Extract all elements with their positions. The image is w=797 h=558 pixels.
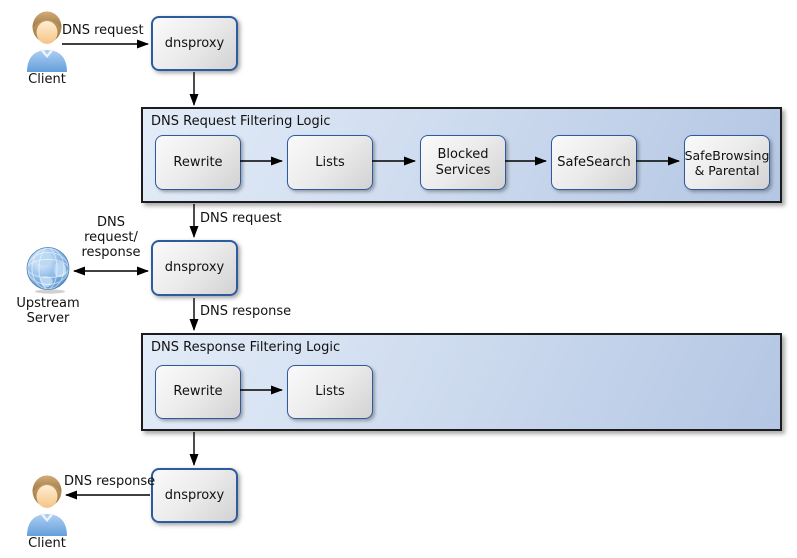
edge-label-dns-request: DNS request (200, 211, 282, 226)
person-icon (27, 11, 67, 72)
step-lists-response: Lists (287, 365, 373, 419)
request-filtering-title: DNS Request Filtering Logic (151, 114, 331, 129)
step-blocked-services: Blocked Services (420, 135, 506, 190)
step-rewrite: Rewrite (155, 135, 241, 190)
step-label: SafeSearch (557, 154, 631, 170)
response-filtering-container: DNS Response Filtering Logic Rewrite Lis… (141, 333, 782, 431)
node-dnsproxy-top: dnsproxy (151, 16, 238, 71)
client-bottom-actor (25, 474, 69, 536)
node-dnsproxy-bottom: dnsproxy (151, 468, 238, 523)
edge-label-response-to-client: DNS response (64, 474, 156, 489)
edge-label-client-request: DNS request (62, 23, 144, 38)
node-dnsproxy-mid: dnsproxy (151, 240, 238, 296)
node-label: dnsproxy (164, 487, 225, 503)
node-label: dnsproxy (164, 35, 225, 51)
upstream-server-label: Upstream Server (16, 296, 80, 326)
client-top-actor (25, 10, 69, 72)
upstream-server-actor (25, 247, 71, 294)
edge-label-dns-response: DNS response (200, 304, 292, 319)
client-bottom-label: Client (28, 536, 66, 551)
node-label: dnsproxy (164, 260, 225, 276)
step-lists: Lists (287, 135, 373, 190)
step-label: Rewrite (173, 154, 223, 170)
step-label: Blocked Services (435, 146, 491, 178)
edge-label-upstream: DNS request/ response (81, 215, 141, 260)
person-icon (27, 475, 67, 536)
step-rewrite-response: Rewrite (155, 365, 241, 419)
globe-icon (26, 247, 70, 294)
step-label: Lists (315, 384, 345, 400)
step-safesearch: SafeSearch (551, 135, 637, 190)
client-top-label: Client (28, 72, 66, 87)
step-label: Rewrite (173, 384, 223, 400)
step-safebrowsing-parental: SafeBrowsing & Parental (684, 135, 770, 190)
step-label: Lists (315, 154, 345, 170)
step-label: SafeBrowsing & Parental (684, 147, 770, 178)
response-filtering-title: DNS Response Filtering Logic (151, 340, 341, 355)
request-filtering-container: DNS Request Filtering Logic Rewrite List… (141, 107, 782, 203)
